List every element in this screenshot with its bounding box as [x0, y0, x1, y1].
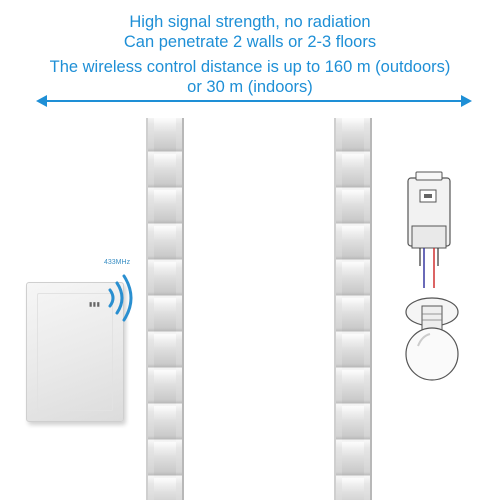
- caption-distance-outdoors: The wireless control distance is up to 1…: [49, 58, 451, 76]
- switch-panel: [37, 293, 113, 411]
- wall-right: [334, 118, 372, 500]
- switch-logo-icon: ▮▮▮: [89, 302, 101, 308]
- receiver-and-bulb: [405, 171, 459, 381]
- caption-distance-indoors: or 30 m (indoors): [187, 78, 313, 96]
- wall-left: [146, 118, 184, 500]
- light-bulb-icon: [405, 297, 459, 381]
- wires: [419, 248, 439, 288]
- caption-signal-strength: High signal strength, no radiation: [129, 13, 371, 31]
- frequency-label: 433MHz: [104, 259, 131, 266]
- caption-penetration: Can penetrate 2 walls or 2-3 floors: [123, 33, 377, 51]
- double-arrow-icon: [36, 95, 472, 107]
- wireless-signal-icon: [108, 274, 133, 322]
- wireless-wall-switch: ▮▮▮: [26, 282, 124, 422]
- receiver-module: [407, 171, 451, 249]
